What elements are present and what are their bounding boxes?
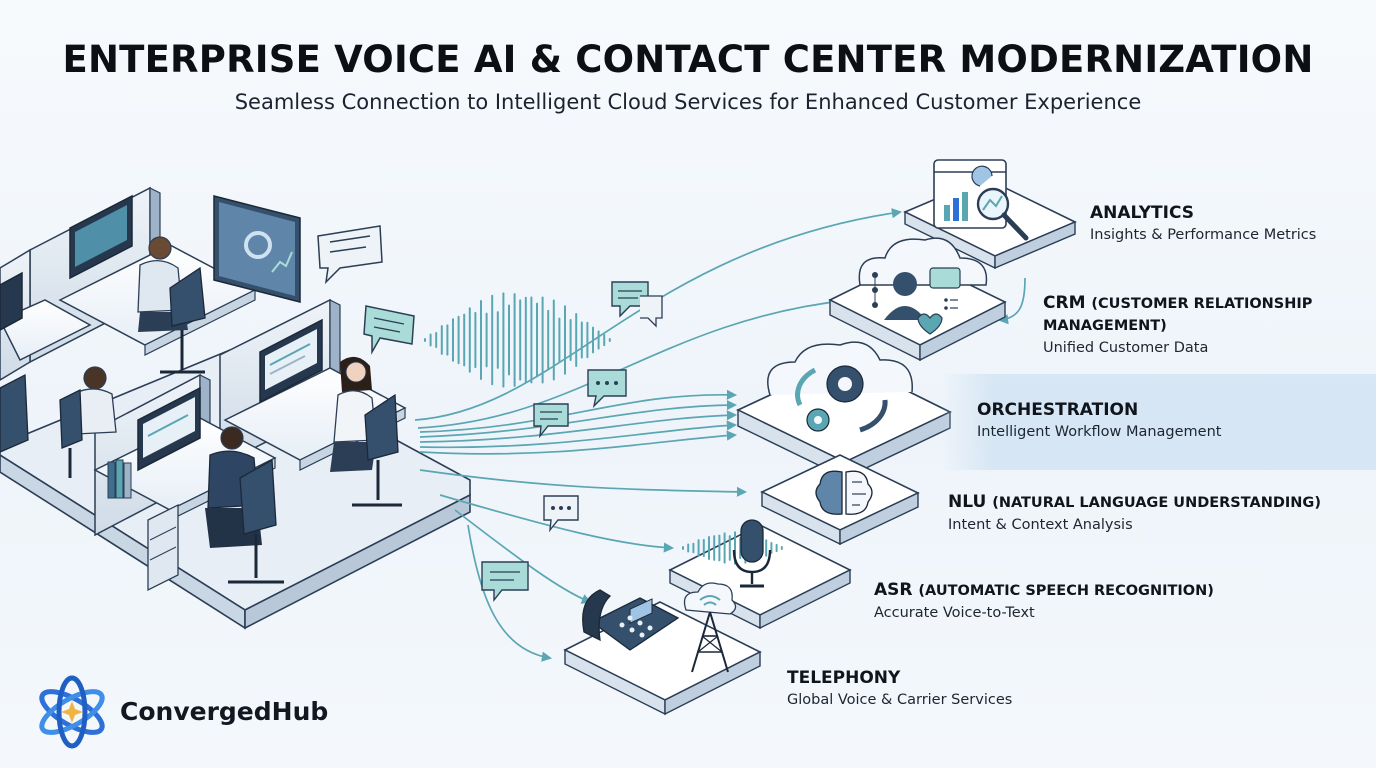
layer-label-crm: CRM (CUSTOMER RELATIONSHIP MANAGEMENT) U…	[1043, 293, 1363, 356]
brand-logo[interactable]: ConvergedHub	[112, 683, 328, 739]
connector-to-nlu	[419, 469, 748, 497]
layer-description: Intent & Context Analysis	[948, 517, 1133, 533]
platform-telephony	[563, 582, 762, 716]
layer-name: ANALYTICS	[1090, 203, 1194, 223]
page-subtitle: Seamless Connection to Intelligent Cloud…	[234, 90, 1142, 114]
layer-description: Accurate Voice-to-Text	[874, 605, 1035, 621]
wall-dashboards	[213, 195, 301, 303]
layer-name: TELEPHONY	[787, 668, 901, 688]
floating-chat-bubbles	[481, 281, 663, 602]
connector-to-orch-5	[419, 430, 738, 455]
layer-description: Global Voice & Carrier Services	[787, 692, 1013, 708]
connector-to-orch-2	[419, 399, 738, 438]
chat-bubble-3	[533, 403, 569, 439]
layer-label-orchestration: ORCHESTRATION Intelligent Workflow Manag…	[977, 400, 1221, 440]
connector-to-telephony-2	[467, 524, 553, 662]
layer-label-telephony: TELEPHONY Global Voice & Carrier Service…	[787, 668, 1012, 708]
analytics-magnifier-icon	[933, 159, 1029, 241]
connector-to-orch-3	[419, 410, 738, 443]
agent-front-center	[205, 426, 284, 584]
layer-label-analytics: ANALYTICS Insights & Performance Metrics	[1090, 203, 1316, 243]
page-title: ENTERPRISE VOICE AI & CONTACT CENTER MOD…	[62, 38, 1314, 81]
atom-logo-icon	[39, 675, 105, 749]
layer-label-asr: ASR (AUTOMATIC SPEECH RECOGNITION) Accur…	[874, 580, 1214, 621]
chat-bubble-2	[587, 369, 627, 409]
layer-name: CRM (CUSTOMER RELATIONSHIP MANAGEMENT)	[1043, 293, 1313, 334]
layer-description: Intelligent Workflow Management	[977, 424, 1222, 440]
layer-label-nlu: NLU (NATURAL LANGUAGE UNDERSTANDING) Int…	[948, 492, 1321, 533]
gears-cycle-icon	[795, 365, 888, 433]
chat-bubble-4	[543, 495, 579, 533]
connector-lines	[414, 208, 1026, 662]
agents	[0, 236, 402, 584]
platform-nlu	[760, 454, 920, 546]
connector-to-orch-4	[419, 420, 738, 449]
computer-monitors	[0, 194, 323, 472]
agent-front-right	[330, 356, 402, 507]
microphone-icon	[732, 519, 772, 588]
layer-name: ASR (AUTOMATIC SPEECH RECOGNITION)	[874, 580, 1214, 600]
connector-to-orch-1	[419, 389, 738, 433]
platform-crm	[828, 237, 1007, 362]
layer-description: Unified Customer Data	[1043, 340, 1209, 356]
chat-bubble-1	[611, 281, 663, 328]
connector-to-analytics	[414, 208, 903, 421]
connector-to-asr	[439, 494, 675, 553]
layer-description: Insights & Performance Metrics	[1090, 227, 1317, 243]
connector-to-crm	[417, 295, 853, 429]
brand-name: ConvergedHub	[120, 696, 329, 726]
layer-name: ORCHESTRATION	[977, 400, 1139, 420]
orchestration-highlight-band	[940, 374, 1376, 470]
customer-profile-icon	[872, 267, 961, 335]
agent-middle-left	[59, 366, 117, 478]
chat-bubble-5	[481, 561, 529, 602]
office-chat-bubbles	[317, 225, 415, 355]
agent-back-right	[137, 236, 206, 374]
brain-circuit-icon	[815, 470, 873, 515]
layer-name: NLU (NATURAL LANGUAGE UNDERSTANDING)	[948, 492, 1321, 512]
desk-phone-tower-icon	[582, 582, 737, 673]
platform-analytics	[903, 159, 1077, 270]
contact-center-office	[0, 186, 471, 630]
connector-crm-feedback	[997, 277, 1026, 325]
connector-to-telephony-1	[454, 509, 592, 604]
voice-soundwave	[424, 292, 611, 388]
